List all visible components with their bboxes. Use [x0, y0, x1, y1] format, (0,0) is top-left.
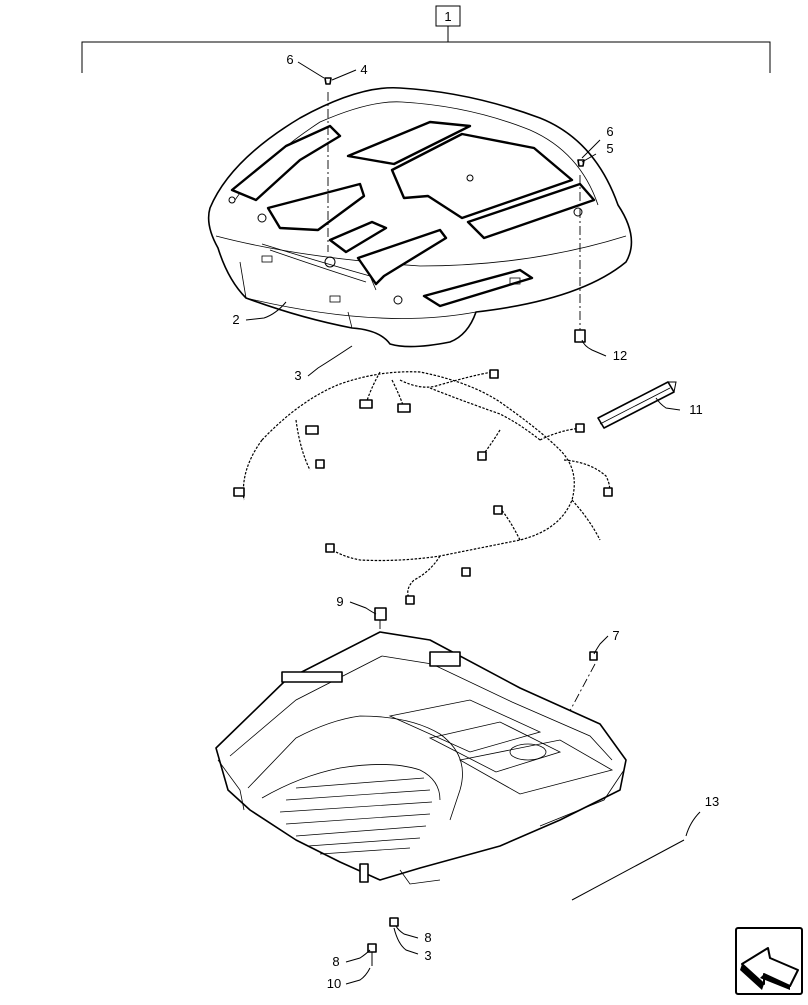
callout-1: 1	[444, 9, 451, 24]
callout-7: 7	[612, 628, 619, 643]
callout-6-right: 6	[606, 124, 613, 139]
callout-13: 13	[705, 794, 719, 809]
callout-8-right: 8	[424, 930, 431, 945]
roof-base-frame	[215, 631, 627, 885]
assembly-bracket	[81, 5, 771, 73]
callout-leaders	[245, 61, 701, 985]
rod-part-13	[571, 837, 685, 901]
callout-10: 10	[327, 976, 341, 991]
wiring-harness	[233, 369, 613, 605]
page-navigation-arrow-icon[interactable]	[735, 927, 803, 995]
roof-top-panel	[207, 86, 633, 348]
callout-9: 9	[336, 594, 343, 609]
callout-2: 2	[232, 312, 239, 327]
callout-3-bottom: 3	[424, 948, 431, 963]
callout-6-left: 6	[286, 52, 293, 67]
callout-11: 11	[689, 402, 703, 417]
callout-4: 4	[360, 62, 367, 77]
callout-12: 12	[613, 348, 627, 363]
seal-strip-part-11	[597, 381, 677, 429]
callout-3-top: 3	[294, 368, 301, 383]
hardware-parts	[324, 77, 598, 966]
callout-5: 5	[606, 141, 613, 156]
callout-8-left: 8	[332, 954, 339, 969]
